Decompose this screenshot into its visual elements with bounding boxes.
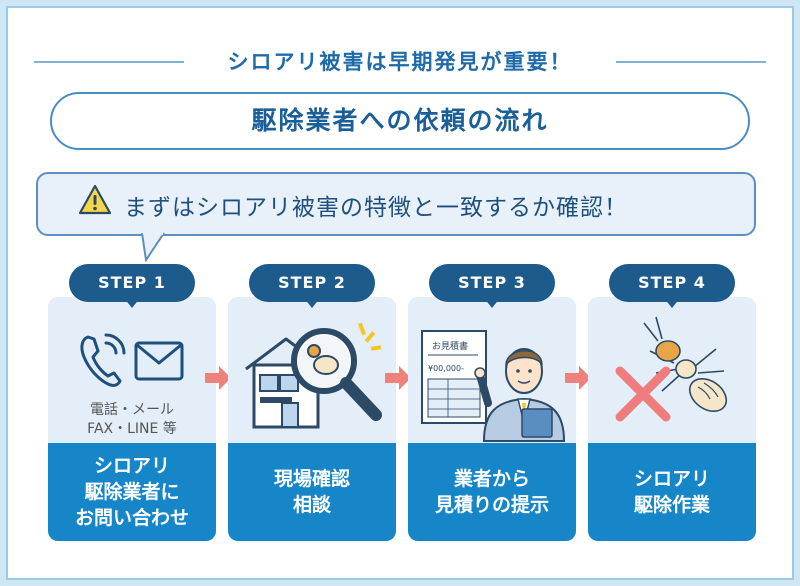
contact-methods: 電話・メール FAX・LINE 等	[48, 401, 216, 439]
step-2-caption: 現場確認 相談	[228, 443, 396, 541]
document-amount: ¥00,000-	[428, 364, 464, 373]
termite-icon	[643, 316, 728, 413]
notice-bubble-tail	[141, 232, 165, 262]
caption-line: シロアリ	[93, 455, 170, 477]
step-2-illustration	[245, 322, 382, 429]
step-badge-label: STEP 1	[69, 264, 195, 302]
step-badge-label: STEP 4	[609, 264, 735, 302]
cross-mark-icon	[615, 366, 671, 422]
caption-line: 相談	[292, 494, 331, 516]
caption-line: シロアリ	[633, 468, 710, 490]
phone-icon	[80, 333, 126, 387]
step-1-badge: STEP 1	[69, 264, 195, 308]
step-4-card: シロアリ 駆除作業	[588, 297, 756, 541]
contact-line-2: FAX・LINE 等	[87, 421, 177, 437]
document-title: お見積書	[432, 340, 468, 352]
header-divider-right	[616, 61, 766, 63]
step-badge-label: STEP 3	[429, 264, 555, 302]
step-badge-label: STEP 2	[249, 264, 375, 302]
step-4-illustration	[615, 316, 728, 422]
sparkle-icon	[358, 322, 382, 351]
step-1-card: 電話・メール FAX・LINE 等 シロアリ 駆除業者に お問い合わせ	[48, 297, 216, 541]
step-4-badge: STEP 4	[609, 264, 735, 308]
step-2-badge: STEP 2	[249, 264, 375, 308]
caption-line: 駆除業者に	[84, 481, 180, 503]
contact-line-1: 電話・メール	[90, 402, 174, 418]
arrow-right-icon	[385, 366, 411, 390]
notice-text: まずはシロアリ被害の特徴と一致するか確認！	[124, 195, 628, 221]
house-icon	[245, 337, 327, 429]
caption-line: 見積りの提示	[434, 494, 549, 516]
step-1-caption: シロアリ 駆除業者に お問い合わせ	[48, 443, 216, 541]
header-title: シロアリ被害は早期発見が重要！	[227, 50, 573, 74]
mail-icon	[134, 341, 184, 381]
arrow-right-icon	[565, 366, 591, 390]
step-3-badge: STEP 3	[429, 264, 555, 308]
step-4-caption: シロアリ 駆除作業	[588, 443, 756, 541]
estimate-document-icon: お見積書 ¥00,000-	[421, 330, 487, 424]
caption-line: 駆除作業	[633, 494, 710, 516]
arrow-right-icon	[205, 366, 231, 390]
warning-icon	[78, 184, 112, 215]
magnifier-icon	[291, 328, 382, 421]
step-3-caption: 業者から 見積りの提示	[408, 443, 576, 541]
step-2-card: 現場確認 相談	[228, 297, 396, 541]
caption-line: お問い合わせ	[74, 507, 189, 529]
notice-bubble: まずはシロアリ被害の特徴と一致するか確認！	[36, 172, 756, 236]
caption-line: 現場確認	[273, 468, 350, 490]
header: シロアリ被害は早期発見が重要！	[34, 46, 766, 76]
step-3-illustration: お見積書 ¥00,000-	[421, 330, 566, 442]
flow-title: 駆除業者への依頼の流れ	[50, 92, 750, 150]
caption-line: 業者から	[453, 468, 530, 490]
staff-person-icon	[474, 348, 566, 442]
header-divider-left	[34, 61, 184, 63]
step-1-illustration	[80, 333, 184, 387]
step-3-card: お見積書 ¥00,000- 業者から 見積りの提示	[408, 297, 576, 541]
